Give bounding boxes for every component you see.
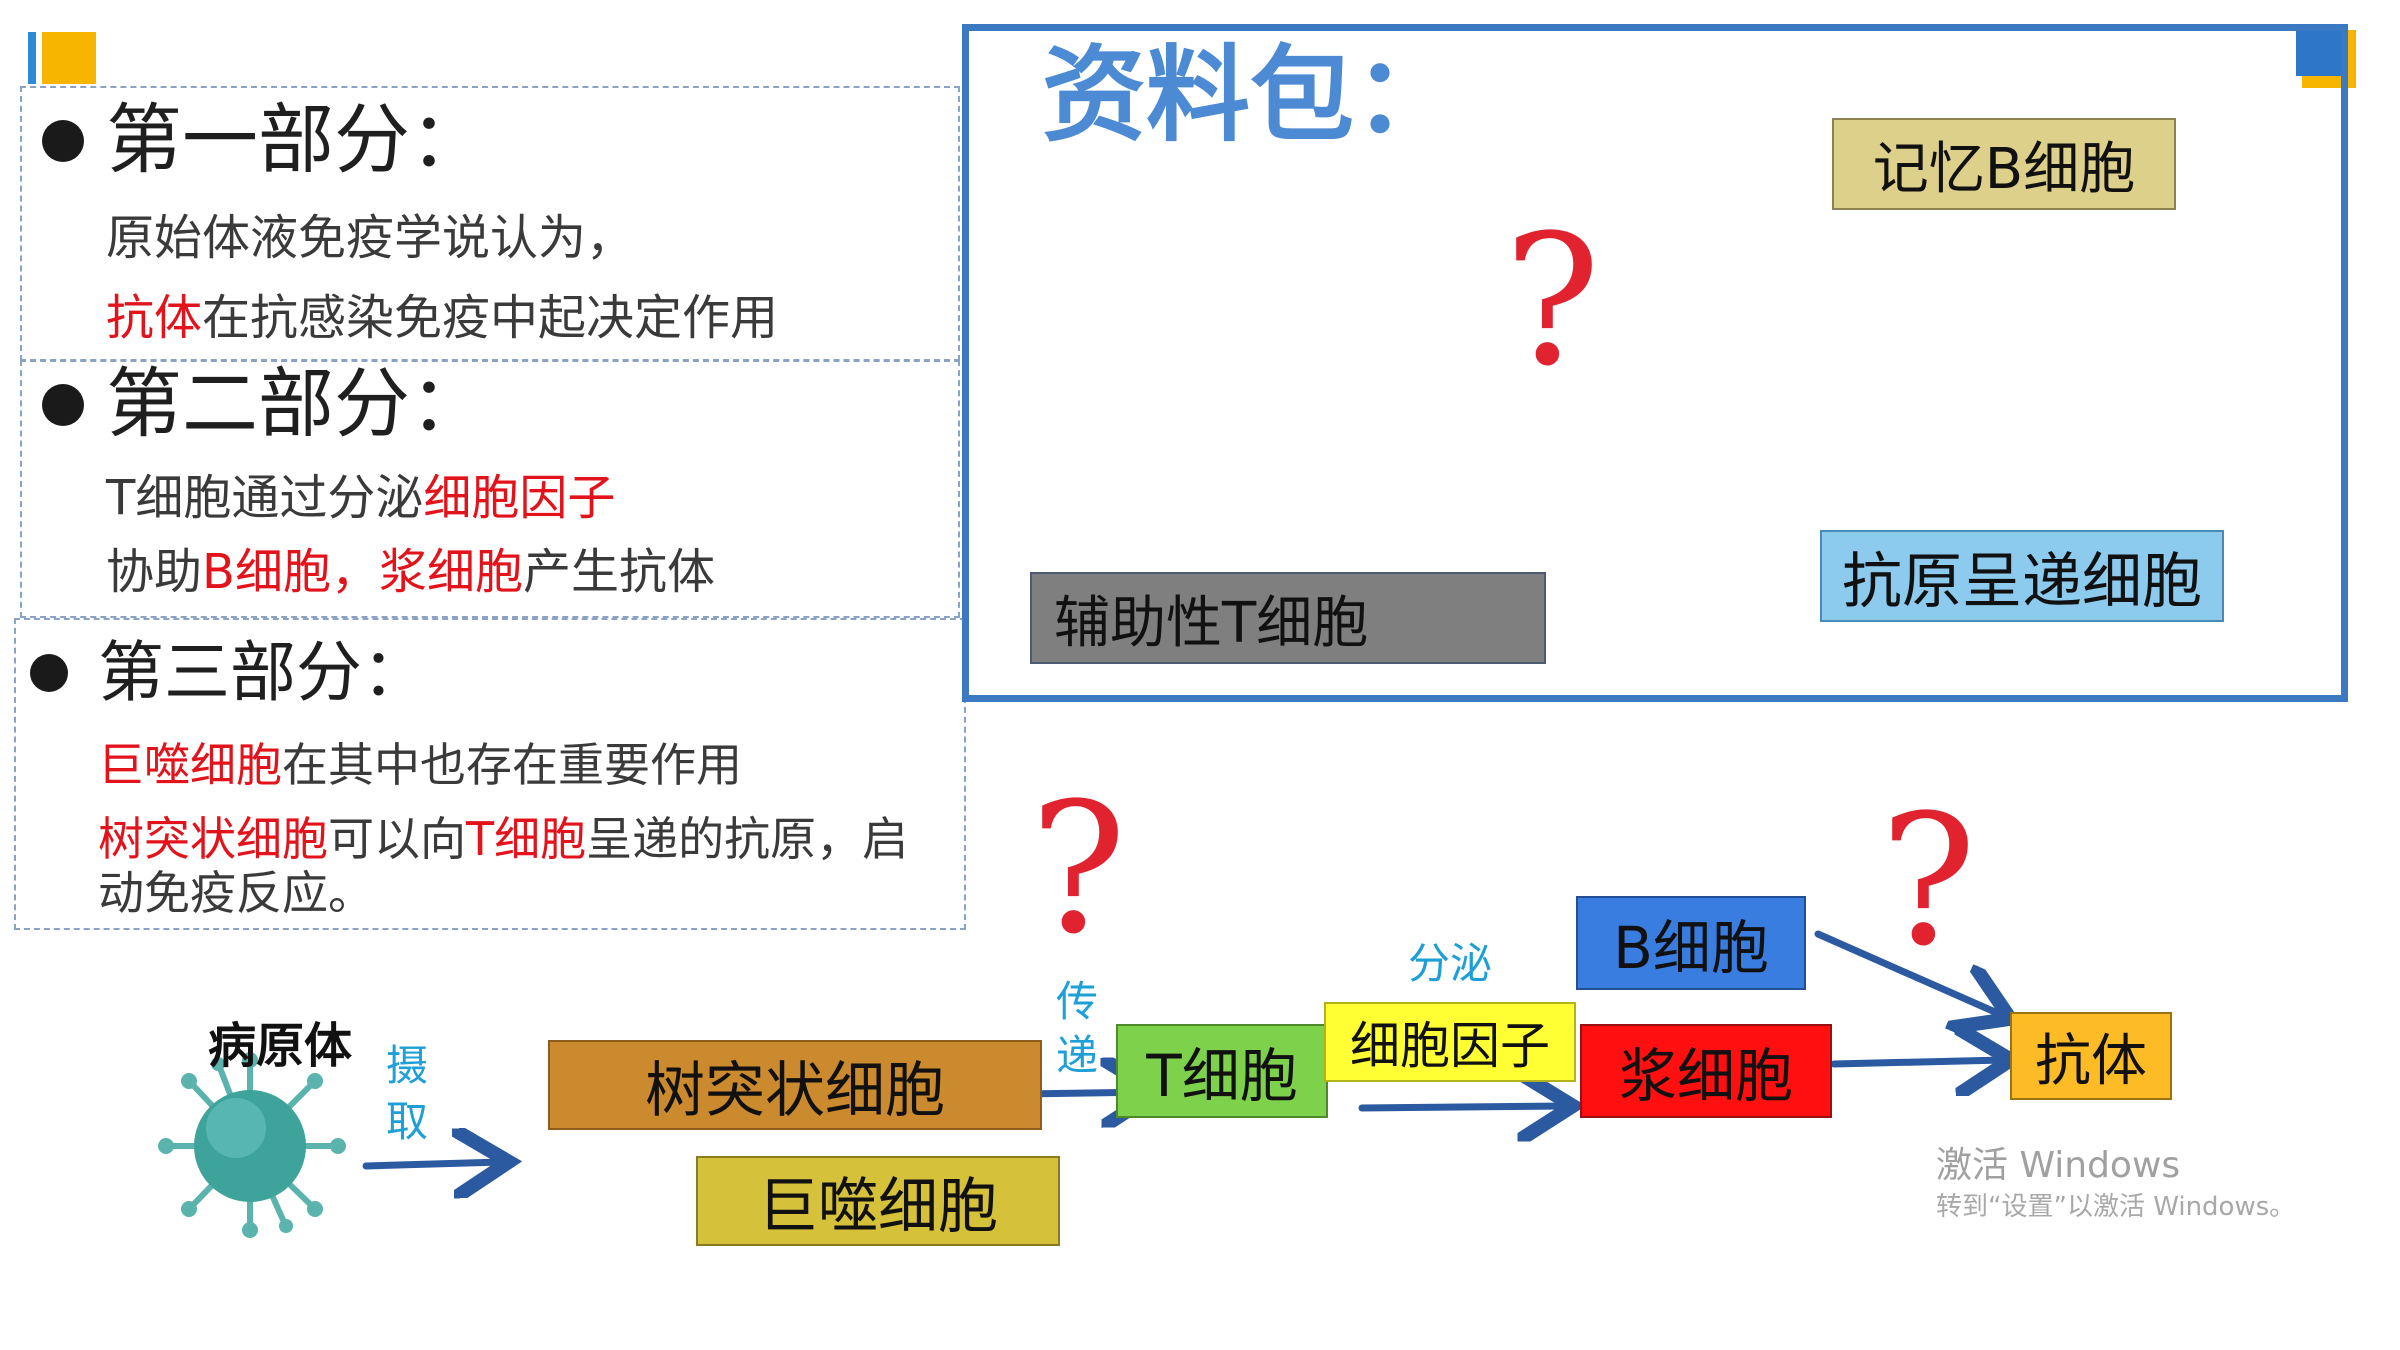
- section-two-line-2-start: 协助: [106, 544, 203, 600]
- antibody-highlight: 抗体: [106, 290, 203, 346]
- section-one-line-2-rest: 在抗感染免疫中起决定作用: [202, 290, 779, 346]
- section-two-line-2-rest: 产生抗体: [522, 544, 715, 600]
- take-label-2: 取: [386, 1097, 429, 1146]
- cytokine-highlight: 细胞因子: [423, 470, 616, 526]
- section-one-line-1: 原始体液免疫学说认为，: [106, 210, 635, 266]
- flow-question-mark-icon-1: ?: [1030, 765, 1127, 974]
- memory-b-cell-card[interactable]: 记忆B细胞: [1832, 118, 2176, 210]
- corner-accent-square-right-blue: [2296, 24, 2346, 76]
- section-two-line-1-start: T细胞通过分泌: [106, 470, 424, 526]
- section-three-line-1: 巨噬细胞在其中也存在重要作用: [98, 740, 742, 791]
- antibody-box[interactable]: 抗体: [2010, 1012, 2172, 1100]
- section-three-line-3: 动免疫反应。: [98, 866, 374, 920]
- section-two-box: [20, 360, 960, 618]
- resource-pack-title: 资料包：: [1042, 34, 1459, 156]
- windows-activation-watermark-subtitle: 转到“设置”以激活 Windows。: [1936, 1192, 2296, 1222]
- arrow-cytokine-to-plasma: [1358, 1106, 1566, 1108]
- corner-accent-bar: [28, 32, 36, 84]
- section-two-line-1: T细胞通过分泌细胞因子: [106, 472, 615, 525]
- macrophage-box[interactable]: 巨噬细胞: [696, 1156, 1060, 1246]
- b-plasma-highlight: B细胞，浆细胞: [202, 544, 523, 600]
- flow-question-mark-icon-2: ?: [1880, 777, 1977, 986]
- transfer-label-1: 传: [1056, 977, 1099, 1026]
- section-one-line-2: 抗体在抗感染免疫中起决定作用: [106, 292, 778, 345]
- take-label-1: 摄: [386, 1041, 429, 1090]
- section-three-box: [14, 618, 966, 930]
- cytokine-box[interactable]: 细胞因子: [1324, 1002, 1576, 1082]
- section-two-line-2: 协助B细胞，浆细胞产生抗体: [106, 546, 715, 599]
- dendritic-highlight: 树突状细胞: [98, 812, 328, 866]
- secrete-label: 分泌: [1408, 939, 1493, 988]
- transfer-label-2: 递: [1056, 1031, 1099, 1080]
- section-one-bullet: [42, 120, 84, 162]
- b-cell-box[interactable]: B细胞: [1576, 896, 1806, 990]
- question-mark-icon: ?: [1504, 197, 1601, 406]
- section-three-bullet: [30, 654, 68, 692]
- helper-t-cell-card[interactable]: 辅助性T细胞: [1030, 572, 1546, 664]
- resource-pack-box: [962, 24, 2348, 702]
- t-cell-highlight: T细胞: [466, 812, 587, 866]
- section-three-line-1-rest: 在其中也存在重要作用: [282, 738, 742, 792]
- t-cell-box[interactable]: T细胞: [1116, 1024, 1328, 1118]
- pathogen-label: 病原体: [208, 1018, 353, 1074]
- section-three-line-2-mid: 可以向: [328, 812, 466, 866]
- macrophage-highlight: 巨噬细胞: [98, 738, 282, 792]
- section-three-line-2-rest: 呈递的抗原，启: [586, 812, 909, 866]
- plasma-cell-box[interactable]: 浆细胞: [1580, 1024, 1832, 1118]
- antigen-presenting-cell-card[interactable]: 抗原呈递细胞: [1820, 530, 2224, 622]
- virus-icon: [158, 1052, 346, 1238]
- arrow-pathogen-to-dendritic: [362, 1162, 502, 1166]
- dendritic-cell-box[interactable]: 树突状细胞: [548, 1040, 1042, 1130]
- section-two-bullet: [42, 384, 84, 426]
- section-two-heading: 第二部分：: [106, 359, 486, 448]
- windows-activation-watermark-title: 激活 Windows: [1936, 1145, 2181, 1186]
- section-three-heading: 第三部分：: [98, 634, 428, 711]
- section-three-line-2: 树突状细胞可以向T细胞呈递的抗原，启: [98, 814, 908, 865]
- corner-accent-square-left: [42, 32, 96, 84]
- section-one-heading: 第一部分：: [106, 95, 486, 184]
- arrow-plasma-to-antibody: [1830, 1060, 2004, 1064]
